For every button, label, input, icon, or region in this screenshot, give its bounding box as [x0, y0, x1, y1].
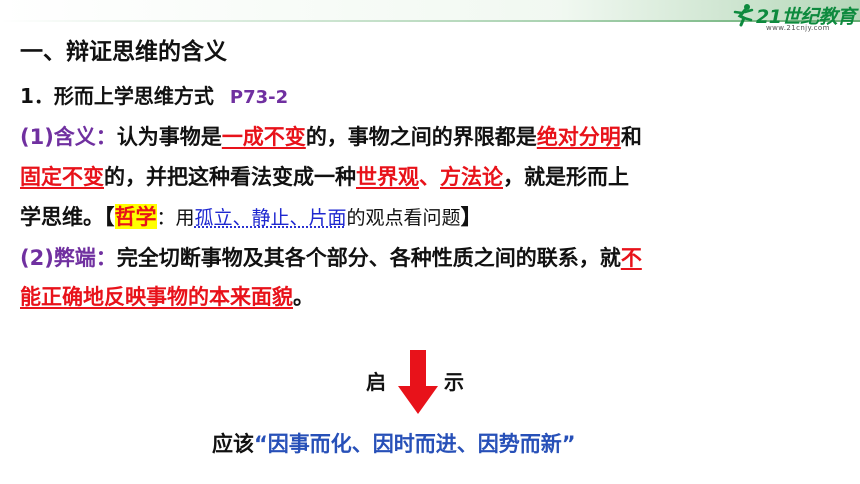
meaning-text: 和 [620, 125, 642, 149]
meaning-label: (1)含义： [20, 125, 117, 149]
note-use: 用 [175, 207, 195, 229]
meaning-text: 的，事物之间的界限都是 [305, 125, 537, 149]
page-title: 一、辩证思维的含义 [20, 39, 227, 65]
drawback-text: 。 [293, 285, 314, 309]
conclusion-prefix: 应该 [212, 432, 254, 456]
conclusion-quote: “因事而化、因时而进、因势而新” [254, 432, 576, 456]
note-keywords: 孤立、静止、片面 [194, 207, 347, 229]
note-bracket-open: 【 [104, 205, 115, 229]
arrow-label-right: 示 [444, 370, 464, 394]
conclusion: 应该“因事而化、因时而进、因势而新” [212, 428, 576, 458]
keyword-unchanging: 一成不变 [221, 125, 306, 149]
keyword-absolute: 绝对分明 [536, 125, 621, 149]
site-logo: 21世纪教育 www.21cnjy.com [730, 2, 856, 38]
meaning-line-1: (1)含义：认为事物是一成不变的，事物之间的界限都是绝对分明和 [20, 121, 642, 151]
drawback-line-2: 能正确地反映事物的本来面貌。 [20, 281, 314, 311]
runner-icon [733, 4, 754, 27]
keyword-methodology: 方法论 [440, 165, 503, 189]
logo-brand: 21世纪教育 [756, 6, 856, 28]
meaning-text: 学思维。 [20, 205, 104, 229]
keyword-cannot-reflect: 能正确地反映事物的本来面貌 [20, 285, 293, 309]
drawback-text: 完全切断事物及其各个部分、各种性质之间的联系，就 [116, 246, 621, 270]
page-reference: P73-2 [229, 87, 289, 108]
drawback-label: (2)弊端： [20, 246, 117, 270]
note-tag-philosophy: 哲学 [114, 204, 157, 229]
drawback-line-1: (2)弊端：完全切断事物及其各个部分、各种性质之间的联系，就不 [20, 242, 642, 272]
meaning-text: ，就是形而上 [503, 165, 629, 189]
keyword-worldview: 世界观 [356, 165, 419, 189]
note-rest: 的观点看问题 [346, 207, 461, 229]
meaning-line-3: 学思维。【哲学：用孤立、静止、片面的观点看问题】 [20, 201, 482, 231]
header-band [0, 0, 860, 22]
keyword-not: 不 [620, 246, 642, 270]
meaning-line-2: 固定不变的，并把这种看法变成一种世界观、方法论，就是形而上 [20, 161, 629, 191]
arrow-label-left: 启 [366, 370, 386, 394]
keyword-fixed: 固定不变 [20, 165, 104, 189]
subtitle-text: 1．形而上学思维方式 [20, 84, 214, 108]
note-colon: ： [156, 207, 176, 229]
logo-url: www.21cnjy.com [766, 24, 830, 32]
meaning-text: 的，并把这种看法变成一种 [104, 165, 356, 189]
section-subtitle: 1．形而上学思维方式 P73-2 [20, 80, 288, 109]
meaning-separator: 、 [419, 165, 440, 189]
down-arrow-icon [398, 350, 438, 414]
note-bracket-close: 】 [460, 205, 482, 229]
meaning-text: 认为事物是 [116, 125, 222, 149]
